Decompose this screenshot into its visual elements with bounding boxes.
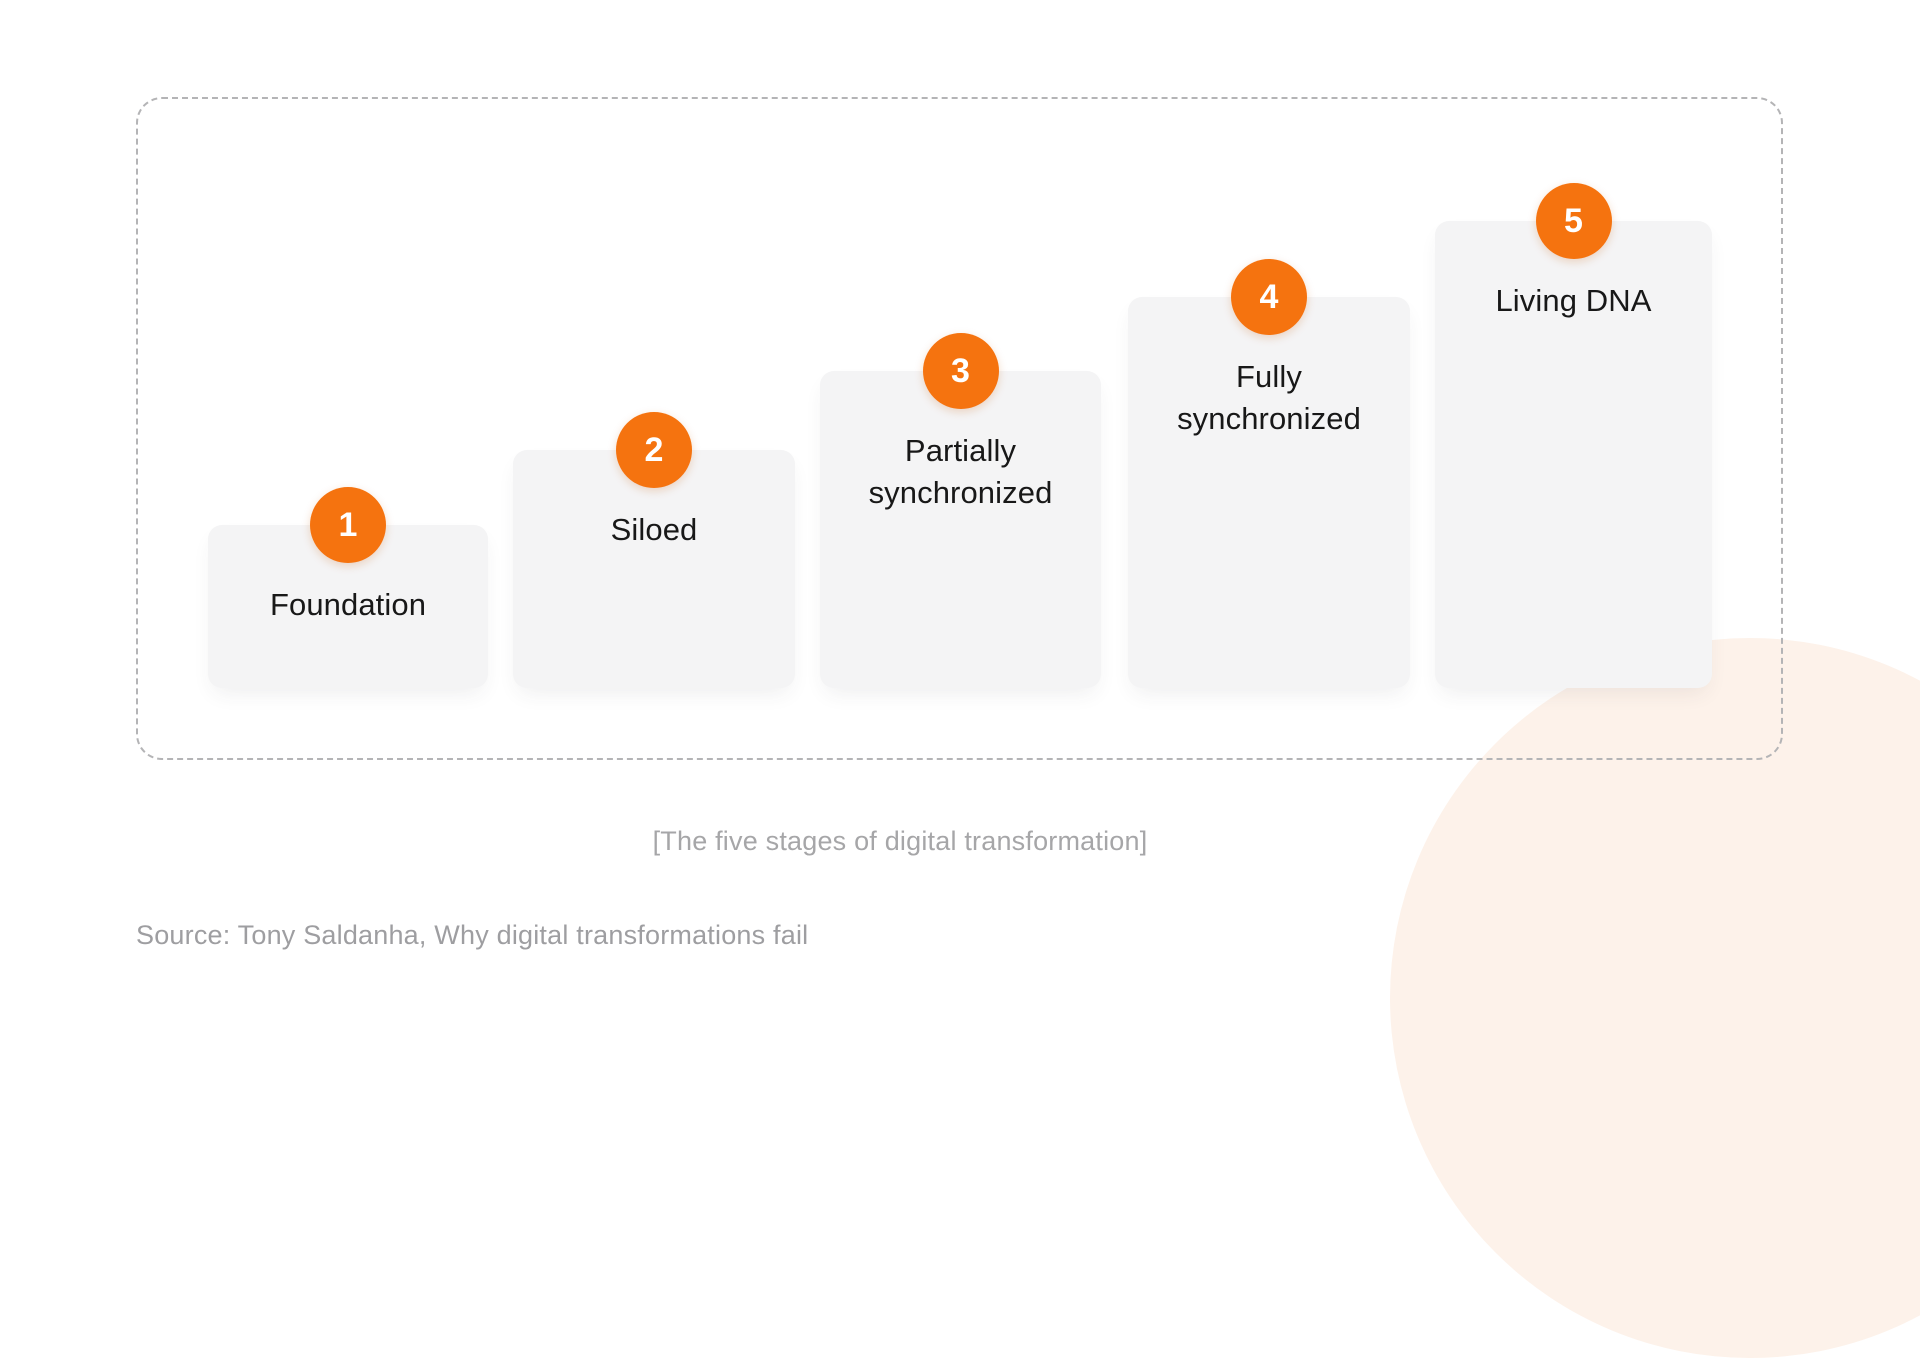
stage-column-2: 2 Siloed bbox=[513, 412, 795, 688]
stage-bar-4[interactable] bbox=[1128, 297, 1410, 688]
stage-label-4: Fully synchronized bbox=[1177, 359, 1361, 436]
dashed-frame bbox=[136, 97, 1783, 760]
figure-source: Source: Tony Saldanha, Why digital trans… bbox=[136, 920, 809, 950]
stage-label-2: Siloed bbox=[610, 512, 698, 547]
stage-bar-5[interactable] bbox=[1435, 221, 1712, 688]
stage-badge-4[interactable]: 4 bbox=[1231, 259, 1307, 335]
figure-caption: [The five stages of digital transformati… bbox=[652, 826, 1148, 856]
stage-column-1: 1 Foundation bbox=[208, 487, 488, 688]
stage-label-1: Foundation bbox=[269, 587, 427, 622]
stage-column-4: 4 Fully synchronized bbox=[1128, 259, 1410, 688]
stage-label-3: Partially synchronized bbox=[868, 433, 1053, 510]
stage-column-5: 5 Living DNA bbox=[1435, 183, 1712, 688]
stage-badge-1[interactable]: 1 bbox=[310, 487, 386, 563]
five-stages-figure: 1 Foundation 2 Siloed 3 Partially synchr… bbox=[136, 97, 1783, 950]
bar-chart: 1 Foundation 2 Siloed 3 Partially synchr… bbox=[136, 97, 1783, 760]
stage-bar-3[interactable] bbox=[820, 371, 1101, 688]
stage-badge-2[interactable]: 2 bbox=[616, 412, 692, 488]
stage-badge-3[interactable]: 3 bbox=[922, 333, 999, 409]
stage-label-5: Living DNA bbox=[1495, 283, 1652, 318]
stage-badge-5[interactable]: 5 bbox=[1535, 183, 1612, 259]
stage-bar-2[interactable] bbox=[513, 450, 795, 688]
stage-column-3: 3 Partially synchronized bbox=[820, 333, 1101, 688]
